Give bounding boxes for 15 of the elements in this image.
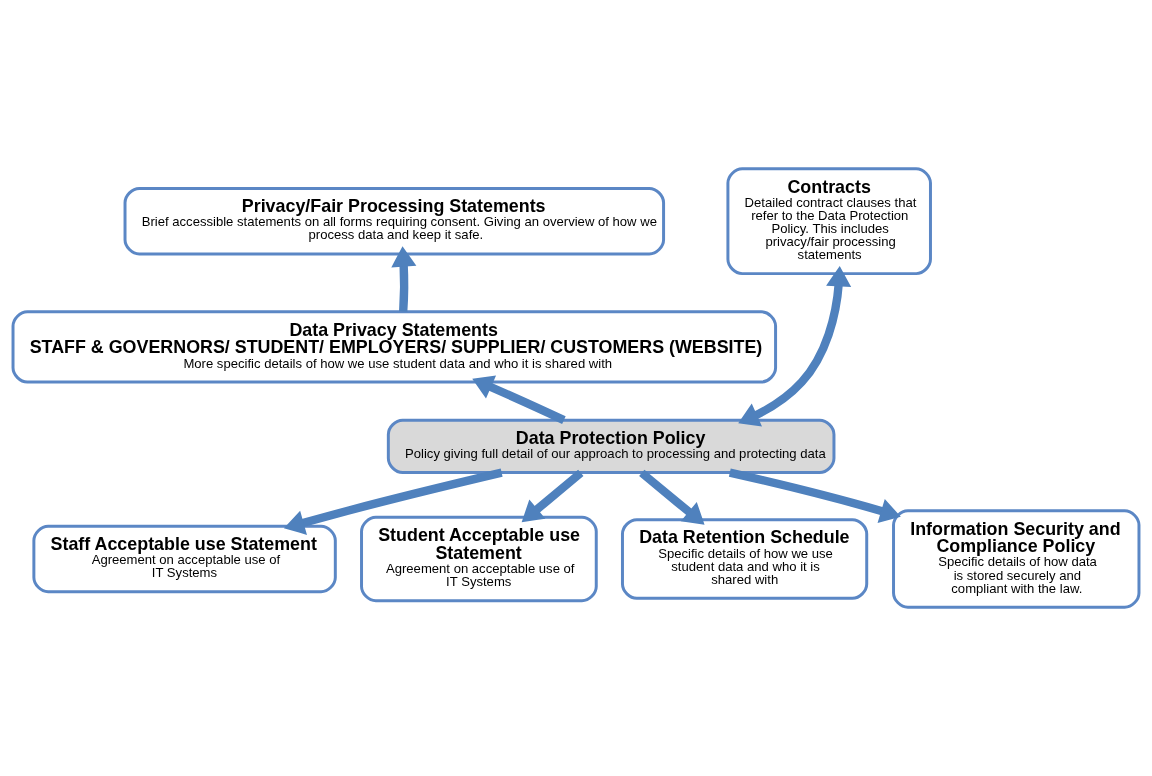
node-box: Student Acceptable use Statement Agreement on acceptable use of IT Systems <box>360 515 598 603</box>
node-box: Data Protection Policy Policy giving full detail of our approach to processing and protecting data <box>386 418 836 475</box>
arrow <box>639 469 705 525</box>
node-box: Data Privacy Statements STAFF & GOVERNORS/ STUDENT/ EMPLOYERS/ SUPPLIER/ CUSTOMERS (WEBSITE) More specific details of how we use student data and who it is shared with <box>11 310 778 384</box>
arrow <box>738 265 852 427</box>
node-box: Data Retention Schedule Specific details of how we use student data and who it is shared with <box>621 518 869 600</box>
arrow <box>472 375 566 424</box>
node-box: Staff Acceptable use Statement Agreement on acceptable use of IT Systems <box>32 524 337 594</box>
node-box: Contracts Detailed contract clauses that refer to the Data Protection Policy. This includes privacy/fair processing statements <box>726 167 932 276</box>
node-box: Information Security and Compliance Policy Specific details of how data is stored securely and compliant with the law. <box>892 509 1141 609</box>
node-box: Privacy/Fair Processing Statements Brief accessible statements on all forms requiring consent. Giving an overview of how we process data and keep it safe. <box>123 186 666 256</box>
arrow <box>283 468 503 535</box>
arrow <box>728 468 901 523</box>
arrow <box>391 246 417 312</box>
arrow <box>521 469 584 523</box>
